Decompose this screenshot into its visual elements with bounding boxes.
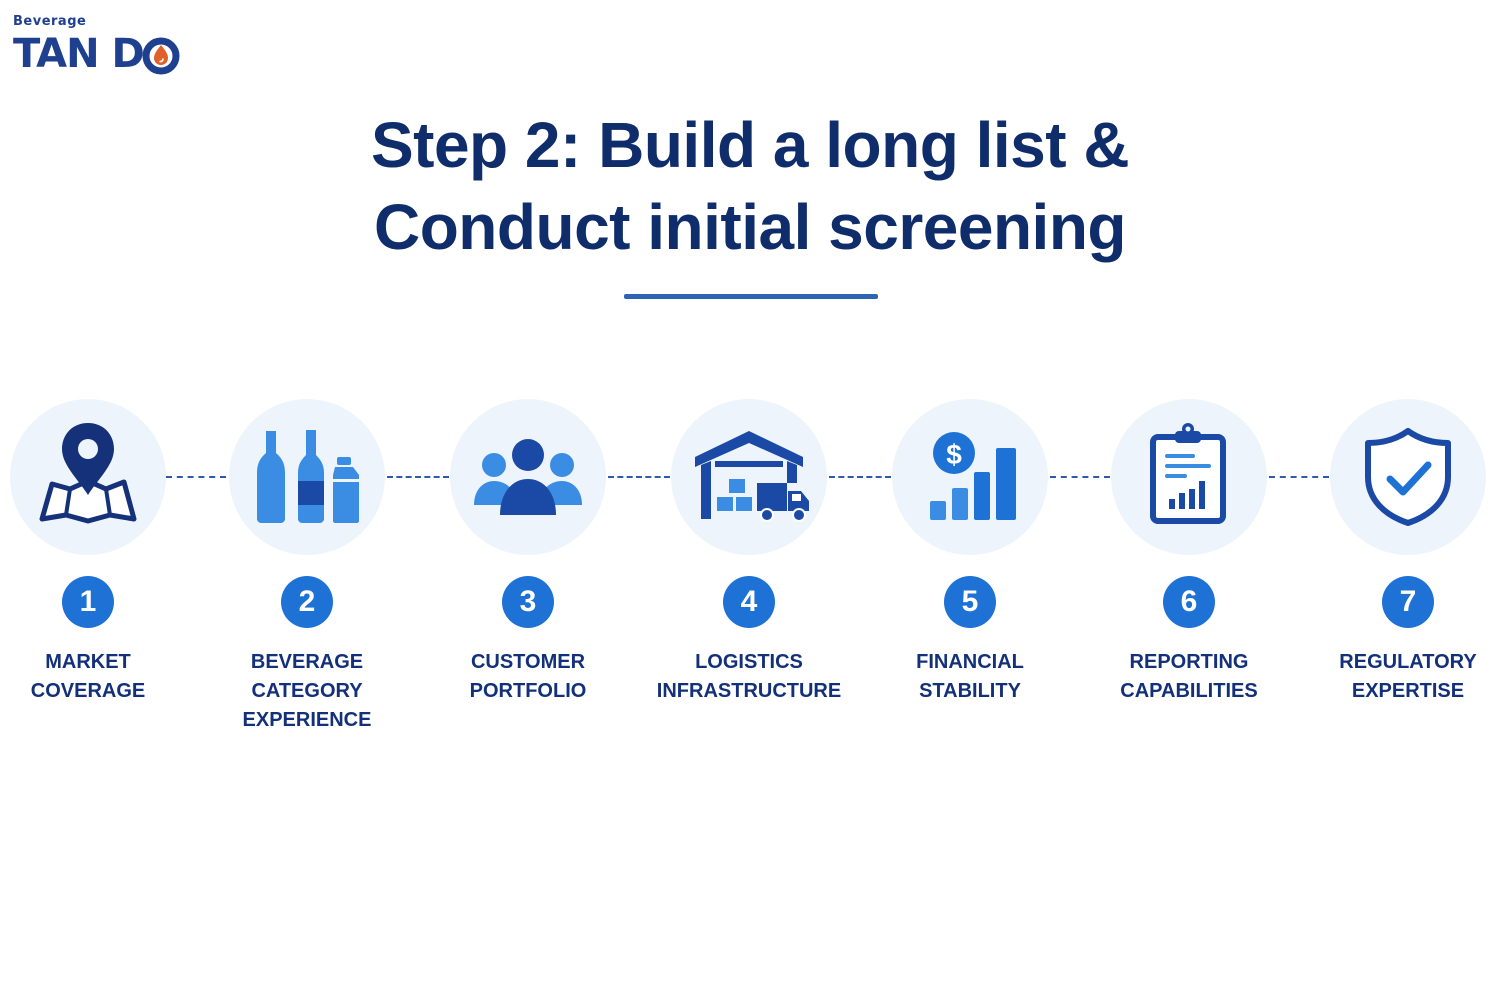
step-label: LOGISTICS INFRASTRUCTURE [656,651,842,702]
shield-check-icon [1365,428,1451,526]
step-icon-circle [1111,399,1267,555]
connector-line [1269,476,1329,478]
step-label: FINANCIAL STABILITY [916,651,1024,702]
connector-line [1050,476,1110,478]
brand-logo: Beverage TAN D [13,14,180,76]
step-number-badge: 3 [502,576,554,628]
title-divider [624,294,878,299]
step-icon-circle [229,399,385,555]
step-number-badge: 7 [1382,576,1434,628]
connector-line [387,476,449,478]
step-number-badge: 6 [1163,576,1215,628]
connector-line [829,476,891,478]
step-label: REGULATORY EXPERTISE [1339,651,1477,702]
clipboard-report-icon [1150,423,1226,524]
step-beverage-category-experience: 2 BEVERAGE CATEGORY EXPERIENCE [187,399,427,735]
step-market-coverage: 1 MARKET COVERAGE [0,399,208,706]
step-icon-circle [1330,399,1486,555]
brand-tagline: Beverage [13,14,87,29]
warehouse-truck-icon [695,431,809,522]
step-label: REPORTING CAPABILITIES [1120,651,1258,702]
drop-o-icon [142,37,180,75]
connector-line [166,476,226,478]
step-reporting-capabilities: 6 REPORTING CAPABILITIES [1069,399,1309,706]
dollar-growth-chart-icon: $ [930,432,1016,520]
step-logistics-infrastructure: 4 LOGISTICS INFRASTRUCTURE [629,399,869,706]
page-title: Step 2: Build a long list & Conduct init… [0,104,1500,268]
bottles-icon [257,430,359,523]
map-pin-icon [39,423,137,524]
step-number-badge: 1 [62,576,114,628]
step-label: CUSTOMER PORTFOLIO [469,651,587,702]
svg-text:$: $ [946,439,962,470]
step-number-badge: 2 [281,576,333,628]
step-number-badge: 4 [723,576,775,628]
step-icon-circle [671,399,827,555]
step-label: BEVERAGE CATEGORY EXPERIENCE [242,651,372,731]
step-label: MARKET COVERAGE [30,651,146,702]
step-financial-stability: $ 5 FINANCIAL STABILITY [850,399,1090,706]
connector-line [608,476,670,478]
step-number-badge: 5 [944,576,996,628]
brand-name: TAN D [13,31,145,77]
step-regulatory-expertise: 7 REGULATORY EXPERTISE [1288,399,1500,706]
step-icon-circle [10,399,166,555]
brand-wordmark: TAN D [13,32,180,76]
step-icon-circle: $ [892,399,1048,555]
title-line-2: Conduct initial screening [373,191,1127,263]
people-group-icon [474,439,582,515]
step-customer-portfolio: 3 CUSTOMER PORTFOLIO [408,399,648,706]
step-icon-circle [450,399,606,555]
title-line-1: Step 2: Build a long list & [370,109,1130,181]
